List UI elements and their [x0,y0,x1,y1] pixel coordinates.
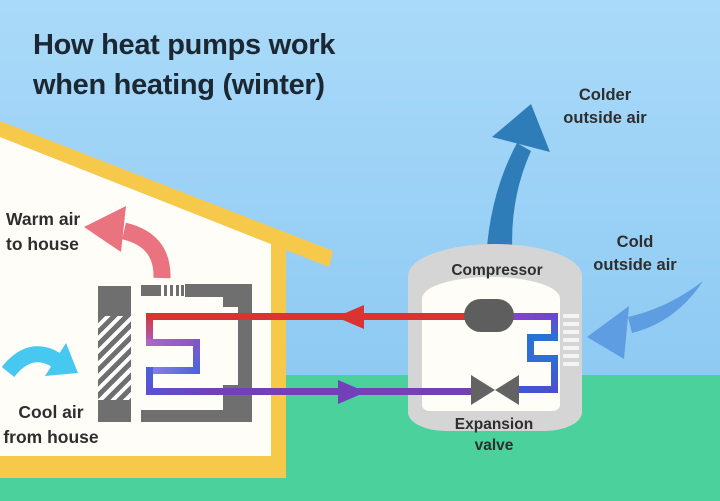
cool-air-label: Cool air from house [0,400,102,450]
indoor-unit-top-stub [141,285,161,296]
expansion-valve-icon [471,375,495,405]
indoor-unit-vent-tick [181,285,184,296]
indoor-coil-segment [146,313,153,346]
cold-refrigerant-line [146,388,216,395]
indoor-unit-fins [98,316,131,400]
warm-air-label: Warm air to house [6,207,118,257]
cool-air-label-line2: from house [3,427,99,447]
cold-air-label-line2: outside air [593,256,677,274]
hot-line-arrow-icon [336,305,364,329]
expansion-valve-label-line1: Expansion [454,416,534,433]
colder-air-label-line2: outside air [563,109,647,127]
outdoor-coil-segment [505,313,558,320]
outdoor-unit-louver [563,346,579,350]
expansion-valve-label-line2: valve [474,437,514,454]
indoor-coil-segment [146,367,153,395]
outdoor-unit-louver [563,314,579,318]
cold-outside-air-label: Cold outside air [575,231,695,277]
indoor-coil-segment [146,367,200,374]
colder-air-label-line1: Colder [578,86,632,104]
cold-line-arrow-icon [338,380,366,404]
title-line-1: How heat pumps work [33,29,336,61]
indoor-unit-right-notch [223,307,238,385]
expansion-valve-label: Expansion valve [434,414,554,456]
outdoor-coil-segment [516,386,558,393]
outdoor-coil-segment [527,355,558,362]
cool-air-label-line1: Cool air [18,402,84,422]
outdoor-coil-segment [551,313,558,341]
indoor-coil-segment [193,339,200,372]
outdoor-unit-louver [563,322,579,326]
outdoor-coil-segment [527,334,558,341]
outdoor-unit-louver [563,354,579,358]
hot-refrigerant-line [146,313,480,320]
title-line-2: when heating (winter) [33,69,325,101]
warm-air-label-line2: to house [6,234,79,254]
indoor-unit-vent-tick [170,285,173,296]
diagram-title: How heat pumps work when heating (winter… [33,25,463,105]
colder-outside-air-label: Colder outside air [545,84,665,130]
indoor-coil-segment [146,339,200,346]
compressor-icon [464,299,514,332]
indoor-unit-vent-tick [164,285,167,296]
outdoor-unit-louver [563,330,579,334]
outdoor-coil-segment [527,334,534,362]
expansion-valve-icon [495,375,519,405]
outdoor-unit-louver [563,338,579,342]
indoor-unit-vent-tick [176,285,179,296]
cold-air-label-line1: Cold [616,233,654,251]
compressor-label: Compressor [451,262,543,279]
outdoor-coil-segment [551,355,558,393]
indoor-unit-bottom-bar [141,410,252,422]
outdoor-unit-louver [563,362,579,366]
warm-air-label-line1: Warm air [6,209,81,229]
